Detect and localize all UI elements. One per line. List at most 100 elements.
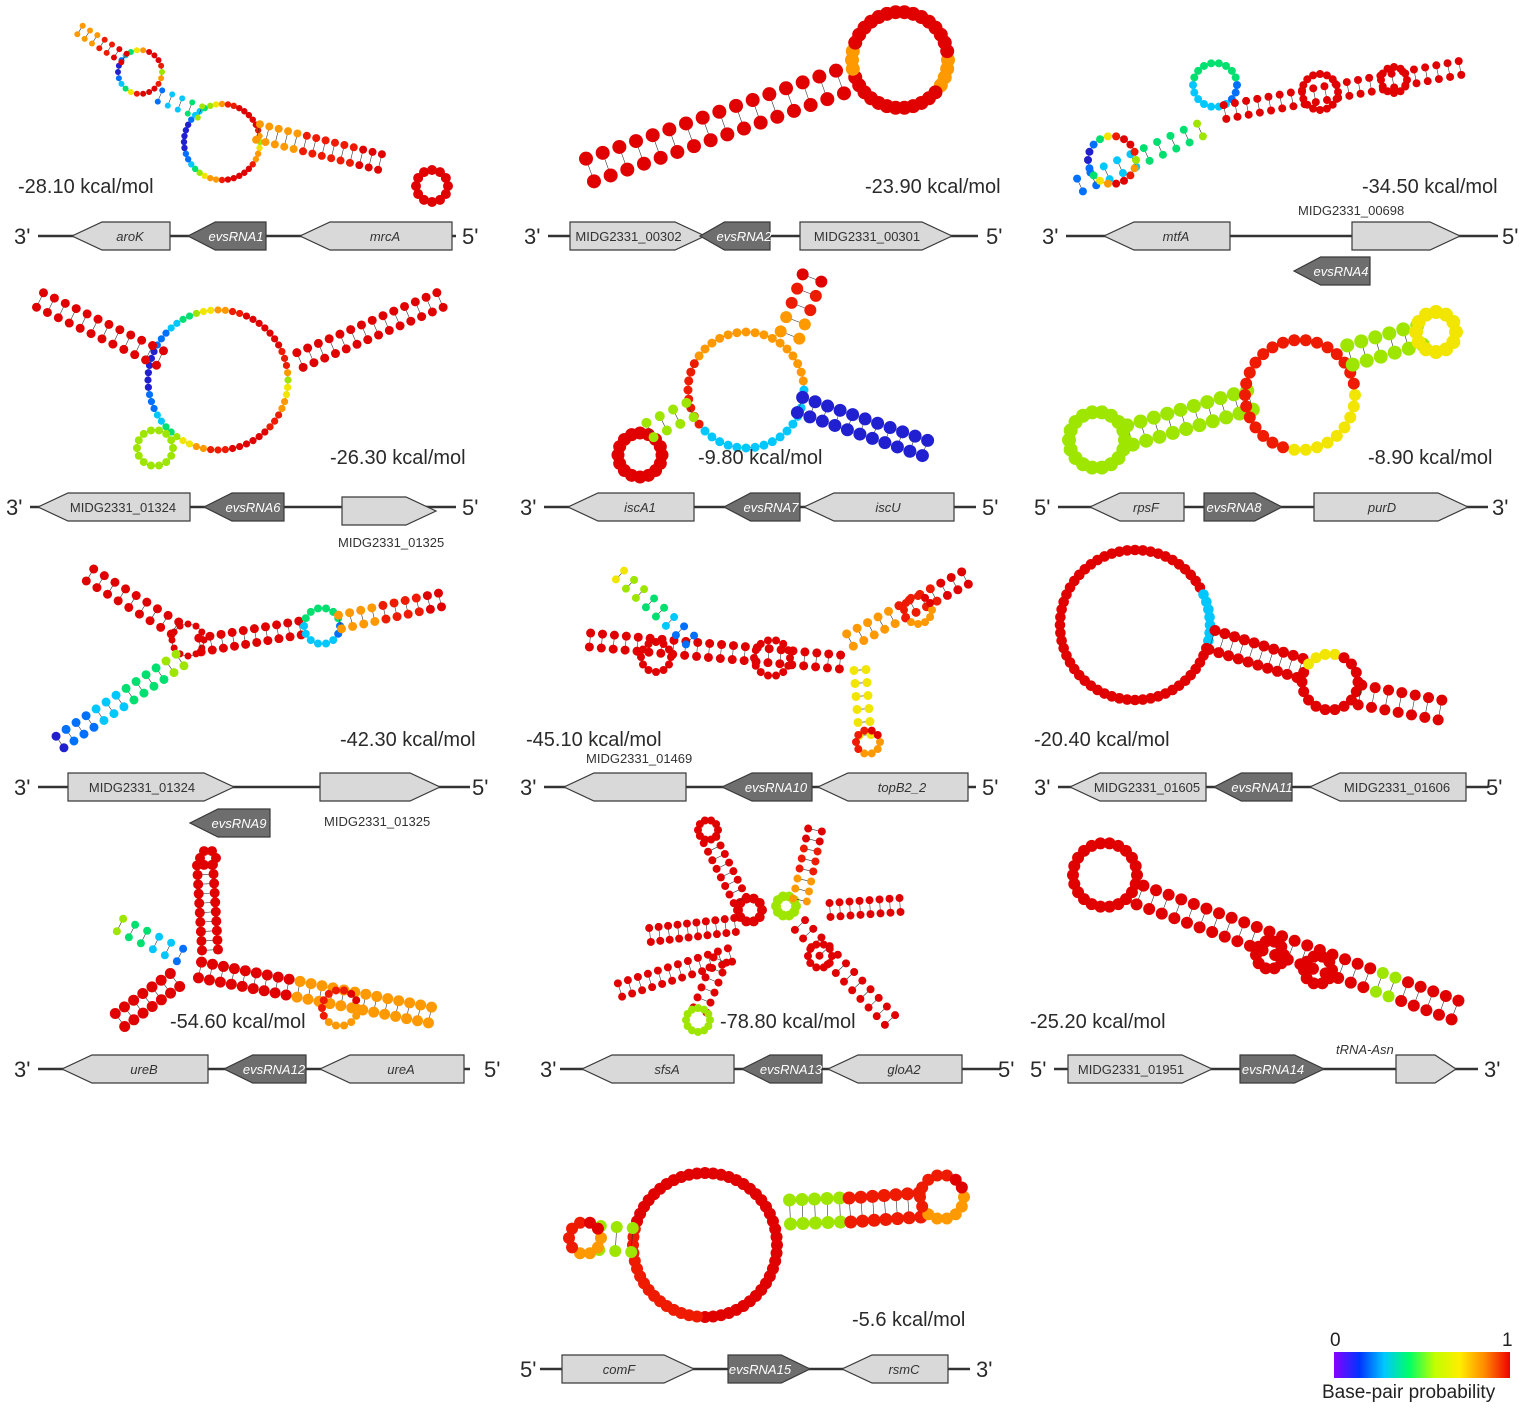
- base-nucleotide: [414, 607, 424, 617]
- gene-arrow-tRNA-Asn: [1395, 1054, 1458, 1084]
- base-nucleotide: [779, 639, 788, 648]
- base-nucleotide: [42, 307, 52, 317]
- base-nucleotide: [1298, 666, 1310, 678]
- base-nucleotide: [1242, 96, 1251, 105]
- base-nucleotide: [1238, 916, 1251, 929]
- base-nucleotide: [953, 585, 963, 595]
- base-nucleotide: [1165, 425, 1180, 440]
- base-nucleotide: [1303, 694, 1315, 706]
- base-nucleotide: [1152, 429, 1167, 444]
- base-nucleotide: [1186, 398, 1201, 413]
- gene-arrow-MIDG2331_01324: [67, 772, 236, 802]
- left-end-label: 5': [1030, 1057, 1046, 1082]
- base-nucleotide: [61, 724, 71, 734]
- base-nucleotide: [1193, 119, 1202, 128]
- base-nucleotide: [770, 1230, 783, 1243]
- base-nucleotide: [275, 341, 283, 349]
- base-nucleotide: [378, 600, 388, 610]
- base-nucleotide: [212, 101, 220, 108]
- base-nucleotide: [834, 664, 844, 674]
- base-nucleotide: [859, 636, 869, 646]
- base-nucleotide: [609, 1244, 622, 1257]
- base-nucleotide: [1096, 135, 1104, 144]
- base-nucleotide: [1288, 443, 1301, 456]
- base-nucleotide: [1240, 377, 1253, 390]
- base-nucleotide: [873, 745, 882, 754]
- base-nucleotide: [158, 346, 168, 356]
- base-nucleotide: [1389, 971, 1402, 984]
- base-nucleotide: [194, 114, 201, 121]
- base-nucleotide: [867, 1213, 881, 1227]
- base-nucleotide: [1121, 545, 1133, 556]
- base-nucleotide: [652, 668, 660, 676]
- base-nucleotide: [207, 446, 215, 454]
- base-nucleotide: [849, 665, 859, 675]
- base-nucleotide: [352, 339, 362, 349]
- base-nucleotide: [1390, 83, 1399, 92]
- base-nucleotide: [324, 989, 333, 998]
- base-nucleotide: [249, 624, 259, 634]
- base-nucleotide: [664, 660, 673, 669]
- base-nucleotide: [236, 104, 243, 112]
- base-nucleotide: [1323, 955, 1336, 968]
- gene-arrow-MIDG2331_01951: [1067, 1054, 1214, 1084]
- base-nucleotide: [422, 591, 432, 601]
- base-nucleotide: [1342, 78, 1351, 87]
- base-nucleotide: [694, 1004, 702, 1012]
- base-nucleotide: [692, 651, 702, 661]
- base-nucleotide: [866, 985, 875, 994]
- legend-title: Base-pair probability: [1322, 1382, 1496, 1403]
- base-nucleotide: [689, 359, 699, 369]
- base-nucleotide: [907, 593, 915, 602]
- energy-labels: -28.10 kcal/mol-23.90 kcal/mol-34.50 kca…: [18, 176, 1498, 1331]
- base-nucleotide: [302, 131, 311, 140]
- base-nucleotide: [400, 595, 410, 605]
- base-nucleotide: [238, 626, 248, 636]
- base-nucleotide: [586, 628, 596, 638]
- base-nucleotide: [141, 355, 151, 365]
- base-nucleotide: [140, 90, 147, 97]
- base-nucleotide: [603, 168, 618, 183]
- base-nucleotide: [1347, 400, 1360, 413]
- base-nucleotide: [158, 75, 165, 82]
- base-nucleotide: [225, 978, 237, 990]
- base-nucleotide: [639, 645, 648, 654]
- gene-arrow-rpsF: [1088, 492, 1185, 522]
- srna-arrow-evsRNA7: [722, 492, 801, 522]
- right-end-label: 5': [1502, 224, 1518, 249]
- base-nucleotide: [139, 458, 148, 467]
- base-nucleotide: [86, 329, 96, 339]
- base-nucleotide: [103, 589, 113, 599]
- base-nucleotide: [623, 976, 632, 985]
- base-nucleotide: [890, 619, 900, 629]
- base-nucleotide: [668, 404, 679, 415]
- base-nucleotide: [272, 620, 282, 630]
- base-nucleotide: [1126, 140, 1135, 149]
- base-nucleotide: [865, 431, 879, 445]
- gene-label-evsRNA7: evsRNA7: [744, 500, 800, 515]
- base-nucleotide: [586, 174, 601, 189]
- base-nucleotide: [308, 149, 317, 158]
- gene-label-comF: comF: [603, 1362, 637, 1377]
- base-nucleotide: [415, 999, 427, 1011]
- base-nucleotide: [1345, 91, 1354, 100]
- base-nucleotide: [882, 1002, 891, 1011]
- base-nucleotide: [1259, 935, 1272, 948]
- base-nucleotide: [1231, 88, 1240, 97]
- base-nucleotide: [282, 361, 291, 370]
- base-nucleotide: [901, 613, 910, 621]
- base-nucleotide: [873, 612, 883, 622]
- base-nucleotide: [916, 1200, 929, 1213]
- base-nucleotide: [395, 321, 405, 331]
- base-nucleotide: [111, 690, 121, 700]
- energy-label-evsRNA10: -45.10 kcal/mol: [526, 729, 662, 751]
- base-nucleotide: [646, 937, 655, 946]
- base-nucleotide: [703, 652, 713, 662]
- base-nucleotide: [122, 85, 129, 92]
- gene-label-MIDG2331_01325: MIDG2331_01325: [324, 814, 430, 829]
- base-nucleotide: [208, 868, 219, 879]
- base-nucleotide: [59, 743, 69, 753]
- base-nucleotide: [675, 418, 686, 429]
